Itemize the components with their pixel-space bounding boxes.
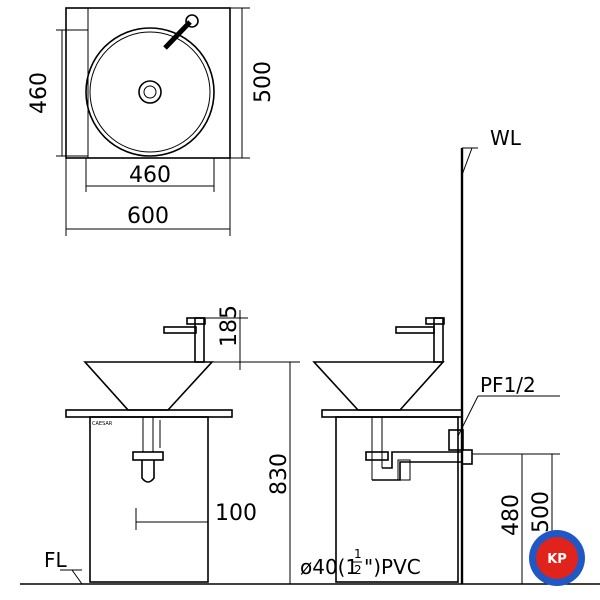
front-trap xyxy=(141,460,155,483)
top-view-drain-inner xyxy=(143,85,157,99)
top-view-counter-outline-outer xyxy=(65,7,231,159)
front-cabinet xyxy=(89,416,209,583)
side-trap-nut xyxy=(365,451,389,461)
svg-text:2: 2 xyxy=(354,563,362,577)
top-view-basin-inner xyxy=(89,31,211,153)
dim-top-height-outer: 500 xyxy=(251,61,276,103)
top-view-faucet-handle xyxy=(163,20,192,50)
side-wall-flange xyxy=(461,449,473,465)
front-faucet-spout xyxy=(163,326,197,334)
front-basin xyxy=(83,361,214,411)
pipe-spec-label: ø40(1 1 2 ")PVC xyxy=(300,547,421,579)
front-view: CAESAR 185 830 100 FL xyxy=(20,305,600,585)
front-countertop xyxy=(65,409,233,418)
dim-top-width-outer: 600 xyxy=(127,204,169,229)
svg-text:")PVC: ")PVC xyxy=(364,555,421,579)
side-faucet-spout xyxy=(395,326,435,334)
side-cabinet xyxy=(335,416,459,583)
side-basin xyxy=(312,361,445,411)
top-view-basin-rim xyxy=(85,27,215,157)
side-faucet-handle xyxy=(425,317,445,325)
logo-inner-disc xyxy=(536,537,578,579)
svg-text:ø40(1: ø40(1 xyxy=(300,555,358,579)
dim-total-height: 830 xyxy=(267,453,292,495)
front-brand-label: CAESAR xyxy=(92,421,113,427)
side-trap xyxy=(372,461,462,481)
dim-trap-offset: 100 xyxy=(215,501,257,526)
supply-label: PF1/2 xyxy=(480,373,536,397)
floor-label: FL xyxy=(44,548,68,572)
svg-text:1: 1 xyxy=(354,547,362,561)
side-view: WL PF1/2 480 500 ø40(1 1 xyxy=(300,126,560,584)
dim-faucet-height: 185 xyxy=(217,305,242,347)
dim-top-width-inner: 460 xyxy=(129,163,171,188)
top-view-drain-outer xyxy=(138,80,162,104)
top-view: 500 460 460 600 xyxy=(27,7,276,236)
logo-text: KP xyxy=(547,552,567,567)
kp-logo: KP xyxy=(529,530,585,586)
dim-drain-height: 480 xyxy=(499,494,524,536)
dim-supply-height: 500 xyxy=(529,491,554,533)
front-faucet-handle xyxy=(186,317,206,325)
side-supply-valve xyxy=(448,429,464,451)
top-view-faucet-knob xyxy=(185,14,199,28)
front-trap-nut xyxy=(132,451,164,461)
wall-label: WL xyxy=(490,126,522,150)
dim-top-height-inner: 460 xyxy=(27,72,52,114)
side-countertop xyxy=(321,409,463,418)
side-trap-joint xyxy=(397,459,411,481)
